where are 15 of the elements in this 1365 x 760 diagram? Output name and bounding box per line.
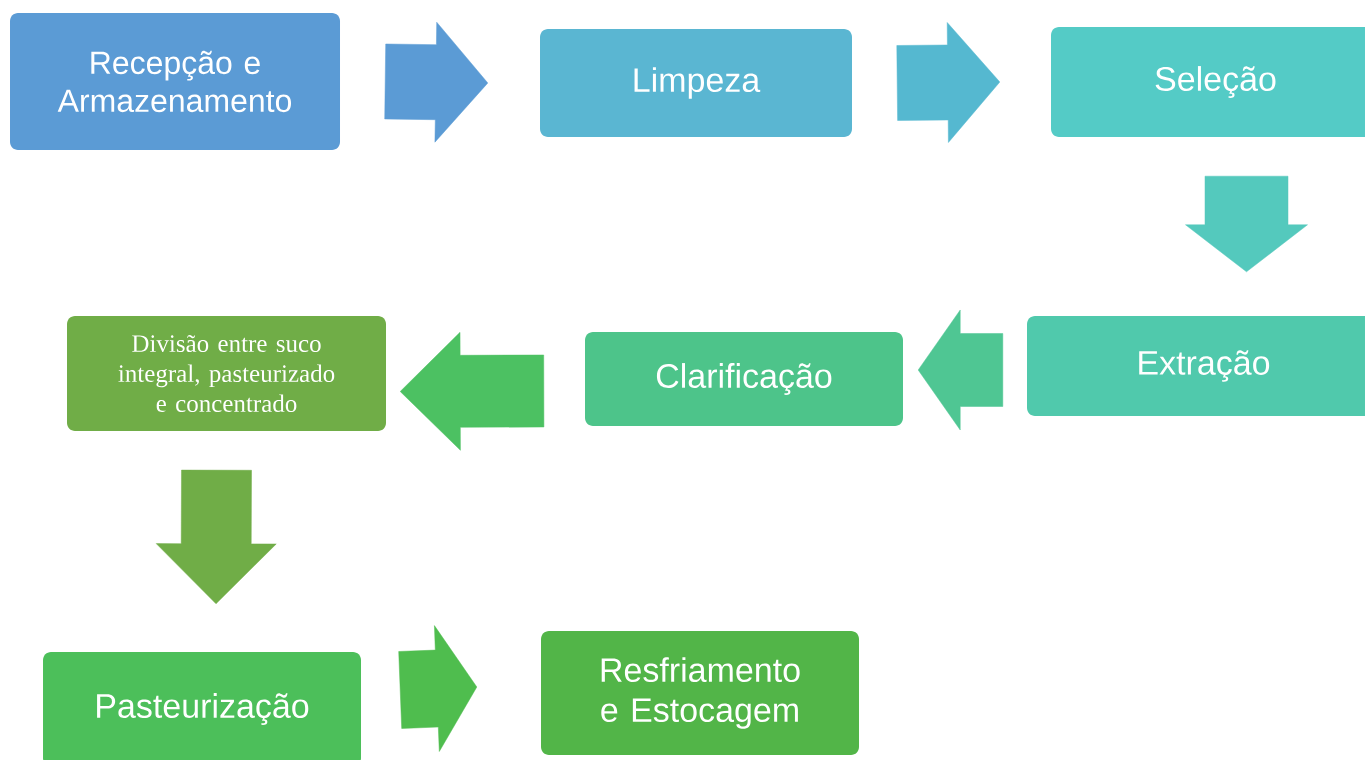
block-arrow: [1185, 175, 1308, 273]
block-arrow: [399, 332, 545, 451]
process-box: Seleção: [1051, 27, 1365, 137]
process-box: Clarificação: [585, 332, 903, 426]
block-arrow: [384, 21, 489, 143]
process-box: Divisão entre suco integral, pasteurizado e concentrado: [67, 316, 386, 431]
block-arrow: [917, 309, 1004, 431]
block-arrow: [155, 469, 277, 605]
block-arrow: [896, 22, 1001, 143]
block-arrow: [398, 625, 478, 752]
process-box: Resfriamento e Estocagem: [541, 631, 859, 755]
process-box: Extração: [1027, 316, 1365, 416]
process-box: Recepção e Armazenamento: [10, 13, 340, 150]
process-box: Pasteurização: [43, 652, 361, 760]
process-box: Limpeza: [540, 29, 852, 137]
